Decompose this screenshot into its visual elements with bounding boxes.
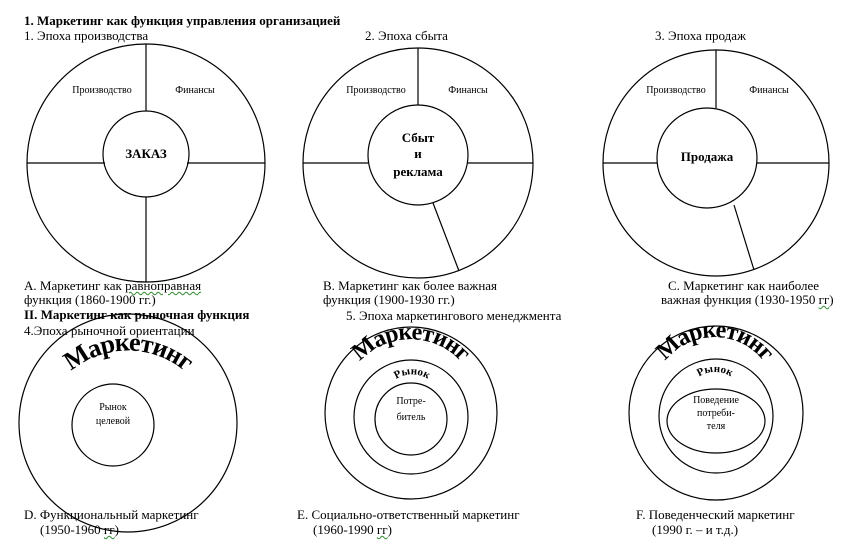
diagram-e-shapes: [324, 326, 498, 500]
diagram-d-caption-line1: D. Функциональный маркетинг: [24, 507, 199, 522]
diagram-a-center-label: ЗАКАЗ: [125, 146, 167, 161]
diagram-f-middle-circle: [658, 358, 774, 474]
diagram-b-center-line2: и: [414, 146, 422, 161]
diagram-d-outer-circle: [18, 313, 238, 533]
diagram-d-shapes: [18, 313, 238, 533]
diagram-e-middle-circle: [353, 359, 469, 475]
diagram-e-inner-circle: [374, 382, 448, 456]
diagram-c-quadrant-finance: Финансы: [749, 85, 789, 96]
diagram-a-caption-line2: функция (1860-1900 гг.): [24, 292, 156, 307]
diagram-d-center-line2: целевой: [96, 416, 131, 427]
diagram-f-center-line3: теля: [707, 421, 726, 432]
diagram-f-inner-ellipse: [666, 388, 766, 454]
divider-line: [733, 204, 755, 271]
diagram-f-caption-line1: F. Поведенческий маркетинг: [636, 507, 795, 522]
diagram-c-inner-circle: [656, 107, 758, 209]
diagram-b-caption-line1: В. Маркетинг как более важная: [323, 278, 498, 293]
diagram-c-caption-line2: важная функция (1930-1950 гг): [661, 292, 834, 307]
diagram-f-center-line2: потреби-: [697, 408, 735, 419]
diagram-c-caption-line1: С. Маркетинг как наиболее: [668, 278, 820, 293]
section-2-title: II. Маркетинг как рыночная функция: [24, 307, 250, 322]
diagram-f-caption-line2: (1990 г. – и т.д.): [652, 522, 739, 537]
era-marketing-management-label: 5. Эпоха маркетингового менеджмента: [346, 308, 562, 323]
diagram-e-caption-line2: (1960-1990 гг): [313, 522, 392, 537]
era-market-orientation-label: 4.Эпоха рыночной ориентации: [24, 323, 195, 338]
diagram-d-inner-circle: [71, 383, 155, 467]
diagram-b-center-line3: реклама: [393, 164, 443, 179]
diagram-b-quadrant-finance: Финансы: [448, 85, 488, 96]
diagram-a-quadrant-production: Производство: [72, 85, 131, 96]
diagram-a-caption-line1: А. Маркетинг как равноправная: [24, 278, 202, 293]
diagram-d-center-line1: Рынок: [99, 402, 127, 413]
diagram-c-quadrant-production: Производство: [646, 85, 705, 96]
section-1-title: 1. Маркетинг как функция управления орга…: [24, 13, 341, 28]
diagram-b-caption-line2: функция (1900-1930 гг.): [323, 292, 455, 307]
diagram-e-inner-ring-label: Рынок: [392, 365, 433, 382]
diagram-f-center-line1: Поведение: [693, 395, 739, 406]
diagram-d-caption-line2: (1950-1960 гг): [40, 522, 119, 537]
diagram-c-shapes: [602, 49, 830, 277]
diagram-b-shapes: [302, 47, 534, 279]
era-selling-label: 3. Эпоха продаж: [655, 28, 747, 43]
divider-line: [432, 202, 460, 272]
diagram-e-center-line1: Потре-: [396, 396, 425, 407]
diagram-f-inner-ring-label: Рынок: [695, 363, 736, 380]
diagram-f-shapes: [628, 325, 804, 501]
diagram-e-center-line2: битель: [397, 412, 426, 423]
diagram-a-quadrant-finance: Финансы: [175, 85, 215, 96]
diagram-e-caption-line1: Е. Социально-ответственный маркетинг: [297, 507, 520, 522]
diagram-f-outer-circle: [628, 325, 804, 501]
diagram-c-center-label: Продажа: [681, 149, 734, 164]
diagram-a-shapes: [26, 43, 266, 283]
era-production-label: 1. Эпоха производства: [24, 28, 149, 43]
diagram-b-center-line1: Сбыт: [402, 130, 435, 145]
diagram-e-outer-circle: [324, 326, 498, 500]
diagram-b-quadrant-production: Производство: [346, 85, 405, 96]
era-sales-label: 2. Эпоха сбыта: [365, 28, 448, 43]
